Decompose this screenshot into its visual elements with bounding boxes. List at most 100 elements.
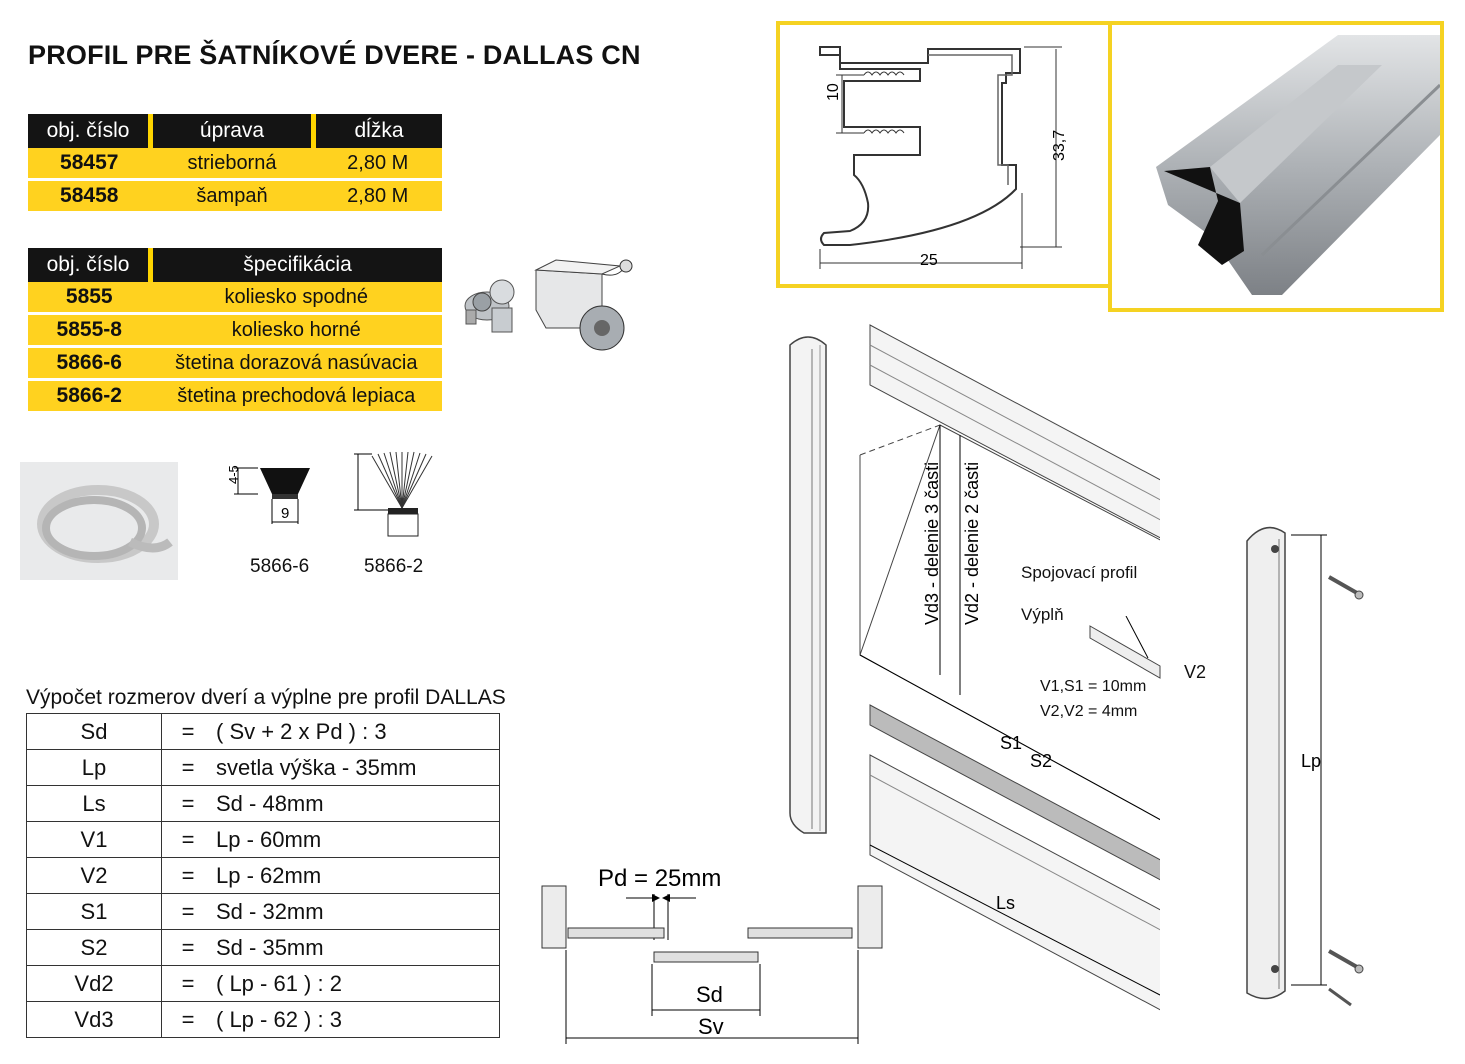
header-finish: úprava	[148, 114, 314, 148]
table-row: 58458 šampaň 2,80 M	[28, 179, 442, 214]
calc-equals: =	[161, 893, 214, 930]
table-row: Vd3=( Lp - 62 ) : 3	[26, 1001, 500, 1038]
upper-roller-icon	[534, 259, 633, 351]
cell-length: 2,80 M	[313, 179, 442, 214]
calc-formula: Sd - 48mm	[214, 785, 500, 822]
bottom-rails	[869, 704, 1160, 1011]
brush-label-b: 5866-2	[364, 556, 424, 577]
vyplne-label: Výplň	[1021, 605, 1064, 624]
calc-equals: =	[161, 713, 214, 750]
calc-formula: ( Lp - 61 ) : 2	[214, 965, 500, 1002]
lower-roller-icon	[464, 279, 515, 333]
right-vertical-profile: Lp	[1246, 526, 1364, 1007]
calc-symbol: Sd	[26, 713, 162, 750]
plan-sv-label: Sv	[698, 1014, 724, 1039]
calc-equals: =	[161, 857, 214, 894]
table-row: Sd=( Sv + 2 x Pd ) : 3	[26, 713, 500, 750]
cell-spec: koliesko horné	[150, 313, 442, 348]
calc-formula: svetla výška - 35mm	[214, 749, 500, 786]
table-row: 5866-6 štetina dorazová nasúvacia	[28, 346, 442, 381]
profile-photo-frame	[1108, 21, 1444, 312]
v1s1-note: V1,S1 = 10mm	[1040, 678, 1147, 695]
top-rail	[869, 324, 1160, 539]
calc-symbol: V2	[26, 857, 162, 894]
calc-formula: ( Sv + 2 x Pd ) : 3	[214, 713, 500, 750]
connector-profile-icon	[1089, 616, 1161, 679]
calc-equals: =	[161, 929, 214, 966]
lp-label: Lp	[1301, 751, 1321, 771]
calc-equals: =	[161, 749, 214, 786]
calc-equals: =	[161, 785, 214, 822]
table-row: Ls=Sd - 48mm	[26, 785, 500, 822]
profile-section-frame: 10 33,7 25	[776, 21, 1112, 288]
cell-finish: šampaň	[150, 179, 314, 214]
roller-illustration	[464, 259, 633, 351]
header-code: obj. číslo	[28, 114, 151, 148]
table-row: 58457 strieborná 2,80 M	[28, 148, 442, 181]
cell-code: 5866-6	[28, 346, 151, 381]
calc-formula: Lp - 62mm	[214, 857, 500, 894]
calc-symbol: Ls	[26, 785, 162, 822]
cell-length: 2,80 M	[313, 148, 442, 181]
profile-table: obj. číslo úprava dĺžka 58457 strieborná…	[28, 114, 442, 214]
screw-icon	[1328, 949, 1364, 974]
page-title: PROFIL PRE ŠATNÍKOVÉ DVERE - DALLAS CN	[28, 40, 641, 70]
calc-symbol: S1	[26, 893, 162, 930]
plan-view-diagram: Pd = 25mm Sd Sv	[541, 865, 883, 1044]
screw-icon	[1328, 987, 1352, 1007]
calc-symbol: V1	[26, 821, 162, 858]
profile-cross-section: 10 33,7 25	[819, 46, 1068, 269]
cell-spec: štetina dorazová nasúvacia	[150, 346, 442, 381]
cell-spec: koliesko spodné	[150, 282, 442, 315]
table-row: Vd2=( Lp - 61 ) : 2	[26, 965, 500, 1002]
accessory-table: obj. číslo špecifikácia 5855 koliesko sp…	[28, 248, 442, 414]
cell-finish: strieborná	[150, 148, 314, 181]
cell-code: 5855-8	[28, 313, 151, 348]
calc-symbol: Vd3	[26, 1001, 162, 1038]
v2v2-note: V2,V2 = 4mm	[1040, 703, 1138, 720]
brush-height-dim: 4-5	[226, 465, 241, 484]
s1-label: S1	[1000, 733, 1022, 753]
spojovaci-label: Spojovací profil	[1021, 563, 1138, 582]
header-length: dĺžka	[311, 114, 442, 148]
calc-symbol: Lp	[26, 749, 162, 786]
v2-label: V2	[1184, 662, 1207, 682]
header-code: obj. číslo	[28, 248, 151, 282]
brush-coil-icon	[37, 485, 173, 563]
header-spec: špecifikácia	[148, 248, 442, 282]
table-row: 5866-2 štetina prechodová lepiaca	[28, 379, 442, 414]
s2-label: S2	[1030, 751, 1052, 771]
calc-symbol: Vd2	[26, 965, 162, 1002]
table-row: S2=Sd - 35mm	[26, 929, 500, 966]
calc-formula: Sd - 35mm	[214, 929, 500, 966]
calc-formula: Sd - 32mm	[214, 893, 500, 930]
calc-formula: ( Lp - 62 ) : 3	[214, 1001, 500, 1038]
brush-photo	[20, 462, 178, 580]
brush-width-dim: 9	[281, 505, 289, 522]
cell-code: 58457	[28, 148, 151, 181]
screw-icon	[1328, 575, 1364, 600]
table-row: S1=Sd - 32mm	[26, 893, 500, 930]
calc-title: Výpočet rozmerov dverí a výplne pre prof…	[26, 686, 506, 709]
profile-height-dim: 33,7	[1051, 130, 1068, 161]
assembly-diagram: Vd3 - delenie 3 časti Vd2 - delenie 2 ča…	[789, 324, 1160, 1011]
table-row: Lp=svetla výška - 35mm	[26, 749, 500, 786]
calc-equals: =	[161, 1001, 214, 1038]
profile-table-header: obj. číslo úprava dĺžka	[28, 114, 442, 148]
left-vertical-profile	[789, 336, 827, 834]
profile-render	[1156, 35, 1442, 295]
table-row: 5855-8 koliesko horné	[28, 313, 442, 348]
calc-symbol: S2	[26, 929, 162, 966]
cell-spec: štetina prechodová lepiaca	[150, 379, 442, 414]
profile-gap-dim: 10	[825, 83, 842, 101]
cell-code: 5855	[28, 282, 151, 315]
table-row: V1=Lp - 60mm	[26, 821, 500, 858]
cell-code: 5866-2	[28, 379, 151, 414]
cell-code: 58458	[28, 179, 151, 214]
brush-5866-6-drawing: 4-5 9	[226, 465, 310, 524]
brush-label-a: 5866-6	[250, 556, 310, 577]
calc-formula: Lp - 60mm	[214, 821, 500, 858]
plan-pd-label: Pd = 25mm	[598, 865, 721, 892]
table-row: 5855 koliesko spodné	[28, 282, 442, 315]
vd2-label: Vd2 - delenie 2 časti	[962, 462, 982, 625]
